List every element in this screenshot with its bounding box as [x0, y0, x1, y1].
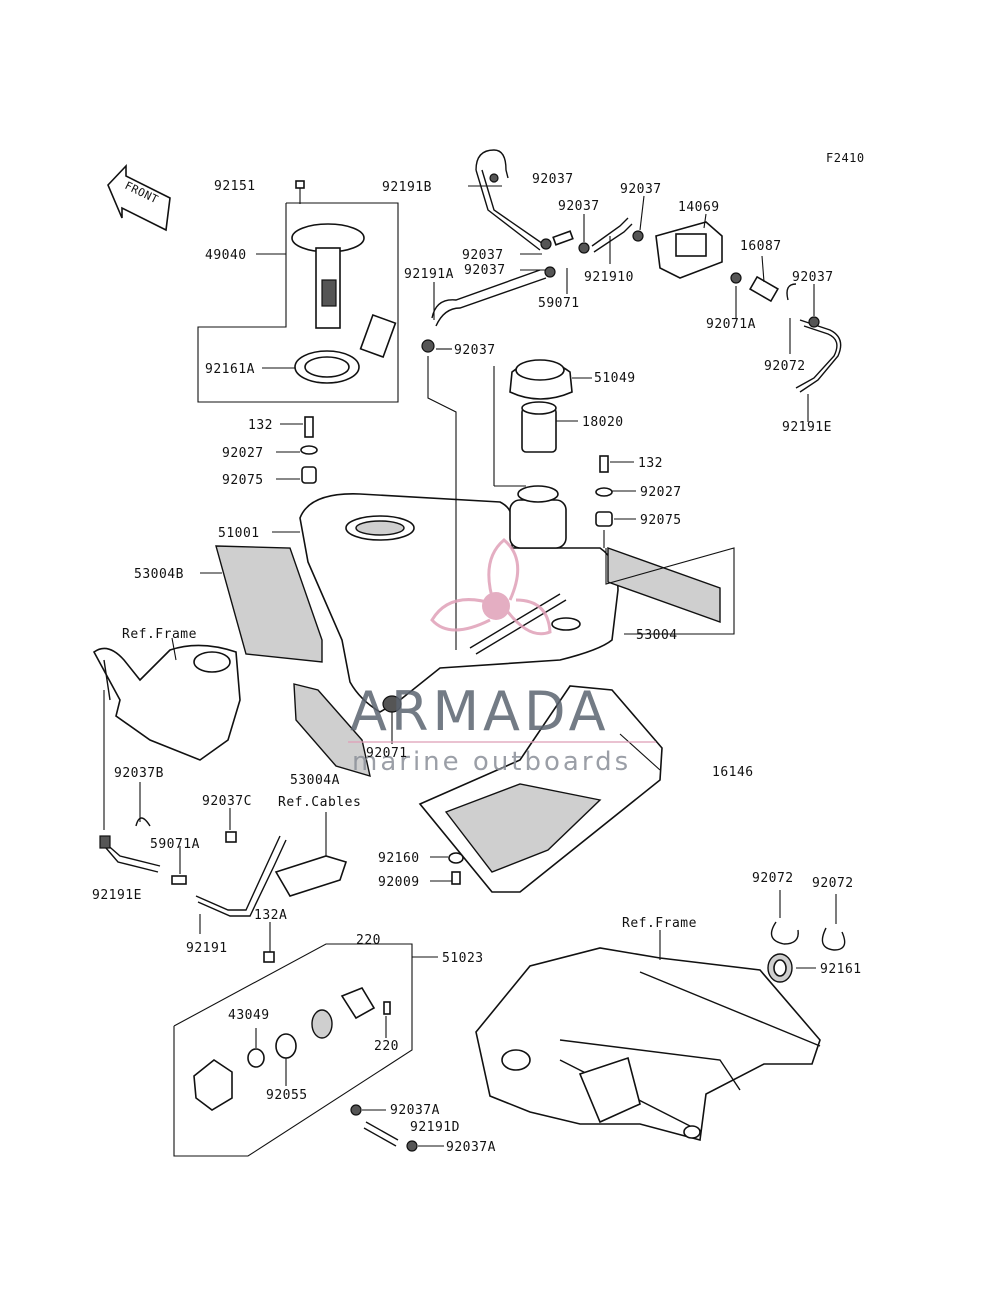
label-92075-left: 92075	[222, 473, 264, 488]
label-132A: 132A	[254, 908, 287, 923]
lower-hoses	[99, 782, 348, 934]
label-220-bottom: 220	[374, 1039, 399, 1054]
figure-code: F2410	[826, 151, 865, 165]
label-92191: 92191	[186, 941, 228, 956]
label-92161: 92161	[820, 962, 862, 977]
breather-hoses	[421, 149, 645, 650]
front-arrow-icon: FRONT	[107, 163, 171, 232]
label-92191A: 92191A	[404, 267, 454, 282]
label-92191B: 92191B	[382, 180, 432, 195]
under-tray	[418, 685, 663, 893]
label-92072-right: 92072	[812, 876, 854, 891]
canister-14069	[655, 213, 842, 422]
fuel-pump-assembly	[197, 180, 399, 403]
label-59071A: 59071A	[150, 837, 200, 852]
label-92191E-bottom: 92191E	[92, 888, 142, 903]
watermark-brand: ARMADA	[350, 680, 610, 743]
label-92071A: 92071A	[706, 317, 756, 332]
side-cover-53004A	[293, 683, 371, 778]
label-53004A: 53004A	[290, 773, 340, 788]
label-132-right: 132	[638, 456, 663, 471]
side-cover-53004B	[215, 545, 323, 663]
label-92037A-top: 92037A	[390, 1103, 440, 1118]
label-92009: 92009	[378, 875, 420, 890]
label-92075-right: 92075	[640, 513, 682, 528]
label-92037C: 92037C	[202, 794, 252, 809]
label-51023: 51023	[442, 951, 484, 966]
label-92037B: 92037B	[114, 766, 164, 781]
label-16087: 16087	[740, 239, 782, 254]
fastener-stack-right	[595, 455, 636, 548]
watermark-tagline: marine outboards	[352, 747, 631, 777]
label-16146: 16146	[712, 765, 754, 780]
label-43049: 43049	[228, 1008, 270, 1023]
label-49040: 49040	[205, 248, 247, 263]
label-92037-g: 92037	[792, 270, 834, 285]
label-92037-b: 92037	[558, 199, 600, 214]
label-51049: 51049	[594, 371, 636, 386]
label-132-left: 132	[248, 418, 273, 433]
fuel-cock-assembly	[173, 922, 444, 1157]
label-ref-frame-bottom: Ref.Frame	[622, 916, 697, 931]
label-ref-frame-left: Ref.Frame	[122, 627, 197, 642]
label-53004B: 53004B	[134, 567, 184, 582]
label-53004: 53004	[636, 628, 678, 643]
label-92191E-top: 92191E	[782, 420, 832, 435]
label-51001: 51001	[218, 526, 260, 541]
label-92027-right: 92027	[640, 485, 682, 500]
label-92151: 92151	[214, 179, 256, 194]
screw-92009	[451, 871, 461, 885]
label-14069: 14069	[678, 200, 720, 215]
label-92037A-bottom: 92037A	[446, 1140, 496, 1155]
label-59071: 59071	[538, 296, 580, 311]
label-92191D: 92191D	[410, 1120, 460, 1135]
label-92072-left: 92072	[752, 871, 794, 886]
label-ref-cables: Ref.Cables	[278, 795, 361, 810]
label-92071: 92071	[366, 746, 408, 761]
label-92161A: 92161A	[205, 362, 255, 377]
fuel-cap	[509, 359, 592, 400]
clamps-right	[767, 890, 846, 983]
label-92160: 92160	[378, 851, 420, 866]
label-220-top: 220	[356, 933, 381, 948]
collar-92160	[448, 852, 464, 864]
label-92037-a: 92037	[532, 172, 574, 187]
label-92055: 92055	[266, 1088, 308, 1103]
label-92072-top: 92072	[764, 359, 806, 374]
frame-right	[475, 930, 821, 1142]
part-labels: 92151 49040 92161A 132 92027 92075 51001…	[92, 172, 862, 1155]
label-92037-c: 92037	[620, 182, 662, 197]
label-92027-left: 92027	[222, 446, 264, 461]
label-92037-e: 92037	[464, 263, 506, 278]
fastener-stack-left	[200, 416, 318, 574]
propeller-icon	[430, 538, 552, 636]
label-18020: 18020	[582, 415, 624, 430]
watermark-logo: ARMADA marine outboards	[348, 538, 656, 777]
frame-left	[92, 637, 241, 830]
filler-neck	[494, 401, 578, 487]
label-92037-f: 92037	[454, 343, 496, 358]
pad-53004	[607, 547, 721, 623]
label-92037-d: 92037	[462, 248, 504, 263]
label-921910: 921910	[584, 270, 634, 285]
